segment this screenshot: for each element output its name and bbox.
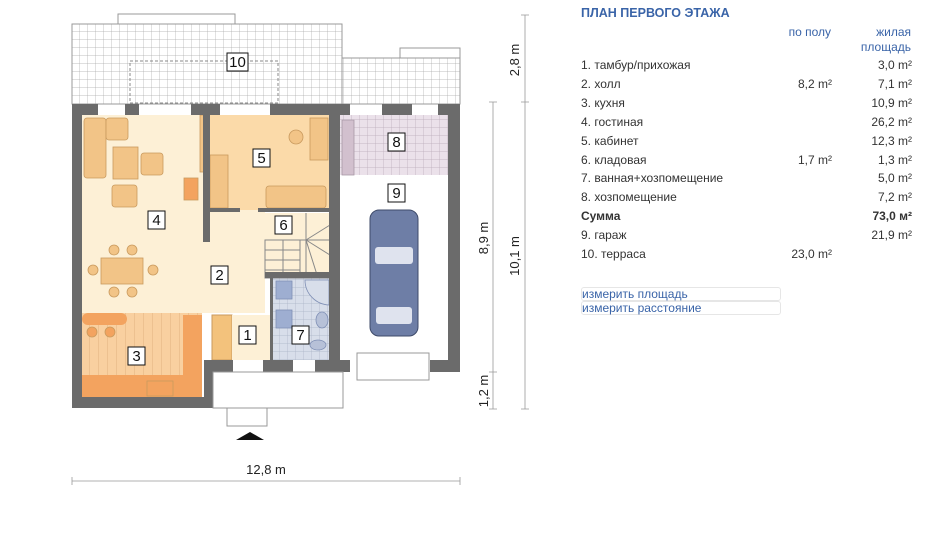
column-header-living: жилая площадь <box>831 25 911 55</box>
room-label-3: 3 <box>127 346 146 366</box>
area-row: 2. холл 8,2 m² 7,1 m² <box>581 75 912 93</box>
area-row-name: 4. гостиная <box>581 114 644 129</box>
area-row-name: 9. гараж <box>581 228 627 243</box>
area-row-living: 12,3 m² <box>871 133 912 148</box>
total-depth-dimension: 10,1 m <box>507 236 522 276</box>
area-row-name: 8. хозпомещение <box>581 190 677 205</box>
svg-text:5: 5 <box>257 150 265 167</box>
floor-plan: 10 5 8 9 4 6 2 1 7 3 12,8 m 2,8 m 8,9 m … <box>71 13 529 485</box>
measure-area-link[interactable]: измерить площадь <box>581 287 781 301</box>
svg-text:4: 4 <box>152 212 160 229</box>
room-label-5: 5 <box>252 148 271 168</box>
area-row-living: 5,0 m² <box>877 171 912 186</box>
area-row-name: 5. кабинет <box>581 133 639 148</box>
area-row-name: 7. ванная+хозпомещение <box>581 171 724 186</box>
area-row-name: 3. кухня <box>581 95 625 110</box>
room-label-6: 6 <box>274 215 293 235</box>
room-label-4: 4 <box>147 210 166 230</box>
room-label-8: 8 <box>387 132 406 152</box>
area-row-floor: 23,0 m² <box>791 247 832 261</box>
svg-text:1: 1 <box>243 327 251 344</box>
room-label-1: 1 <box>238 325 257 345</box>
area-row: 8. хозпомещение 7,2 m² <box>581 188 912 206</box>
room-label-10: 10 <box>226 52 249 72</box>
area-row-floor: 1,7 m² <box>797 152 832 167</box>
svg-text:3: 3 <box>132 348 140 365</box>
garage-door <box>356 352 430 381</box>
interior-depth-dimension: 8,9 m <box>476 222 491 255</box>
area-row: 3. кухня 10,9 m² <box>581 94 912 112</box>
column-header-living-line1: жилая <box>876 25 911 39</box>
dimension-lines <box>71 14 529 485</box>
area-row: 9. гараж 21,9 m² <box>581 226 912 244</box>
area-row-floor: 8,2 m² <box>797 76 832 91</box>
room-labels: 10 5 8 9 4 6 2 1 7 3 <box>127 52 406 366</box>
car-icon <box>369 209 419 337</box>
area-row: 6. кладовая 1,7 m² 1,3 m² <box>581 151 912 169</box>
room-label-7: 7 <box>291 325 310 345</box>
area-row-name: 2. холл <box>581 76 621 91</box>
entrance-arrow-icon <box>236 432 264 440</box>
area-row: 5. кабинет 12,3 m² <box>581 132 912 150</box>
terrace <box>71 13 461 105</box>
area-row-living: 3,0 m² <box>877 58 912 72</box>
area-row-name: Сумма <box>581 209 621 224</box>
svg-text:10: 10 <box>229 54 246 71</box>
svg-text:8: 8 <box>392 134 400 151</box>
total-row: Сумма 73,0 м² <box>581 207 912 225</box>
panel-title: ПЛАН ПЕРВОГО ЭТАЖА <box>581 6 730 20</box>
area-row-living: 1,3 m² <box>877 152 912 167</box>
area-row: 10. терраса 23,0 m² <box>581 245 912 263</box>
area-row-name: 6. кладовая <box>581 152 647 167</box>
column-header-living-line2: площадь <box>860 40 911 54</box>
area-row-living: 7,2 m² <box>877 190 912 205</box>
measure-distance-link[interactable]: измерить расстояние <box>581 301 781 315</box>
room-label-2: 2 <box>210 265 229 285</box>
area-row-living: 10,9 m² <box>871 95 912 110</box>
area-row: 7. ванная+хозпомещение 5,0 m² <box>581 169 912 187</box>
area-row-living: 73,0 м² <box>872 209 912 224</box>
svg-text:2: 2 <box>215 267 223 284</box>
svg-text:9: 9 <box>392 185 400 202</box>
room-label-9: 9 <box>387 183 406 203</box>
area-row-living: 26,2 m² <box>871 114 912 129</box>
width-dimension: 12,8 m <box>246 462 286 477</box>
furniture <box>83 114 355 397</box>
terrace-depth-dimension: 2,8 m <box>507 44 522 77</box>
column-header-floor: по полу <box>788 25 831 39</box>
area-row: 1. тамбур/прихожая 3,0 m² <box>581 56 912 74</box>
porch-depth-dimension: 1,2 m <box>476 375 491 408</box>
walls <box>72 104 460 408</box>
svg-text:7: 7 <box>296 327 304 344</box>
area-row-name: 10. терраса <box>581 247 646 261</box>
area-row-living: 21,9 m² <box>871 228 912 243</box>
area-row: 4. гостиная 26,2 m² <box>581 113 912 131</box>
svg-text:6: 6 <box>279 217 287 234</box>
porch <box>212 371 344 427</box>
area-row-living: 7,1 m² <box>877 76 912 91</box>
area-row-name: 1. тамбур/прихожая <box>581 58 691 72</box>
